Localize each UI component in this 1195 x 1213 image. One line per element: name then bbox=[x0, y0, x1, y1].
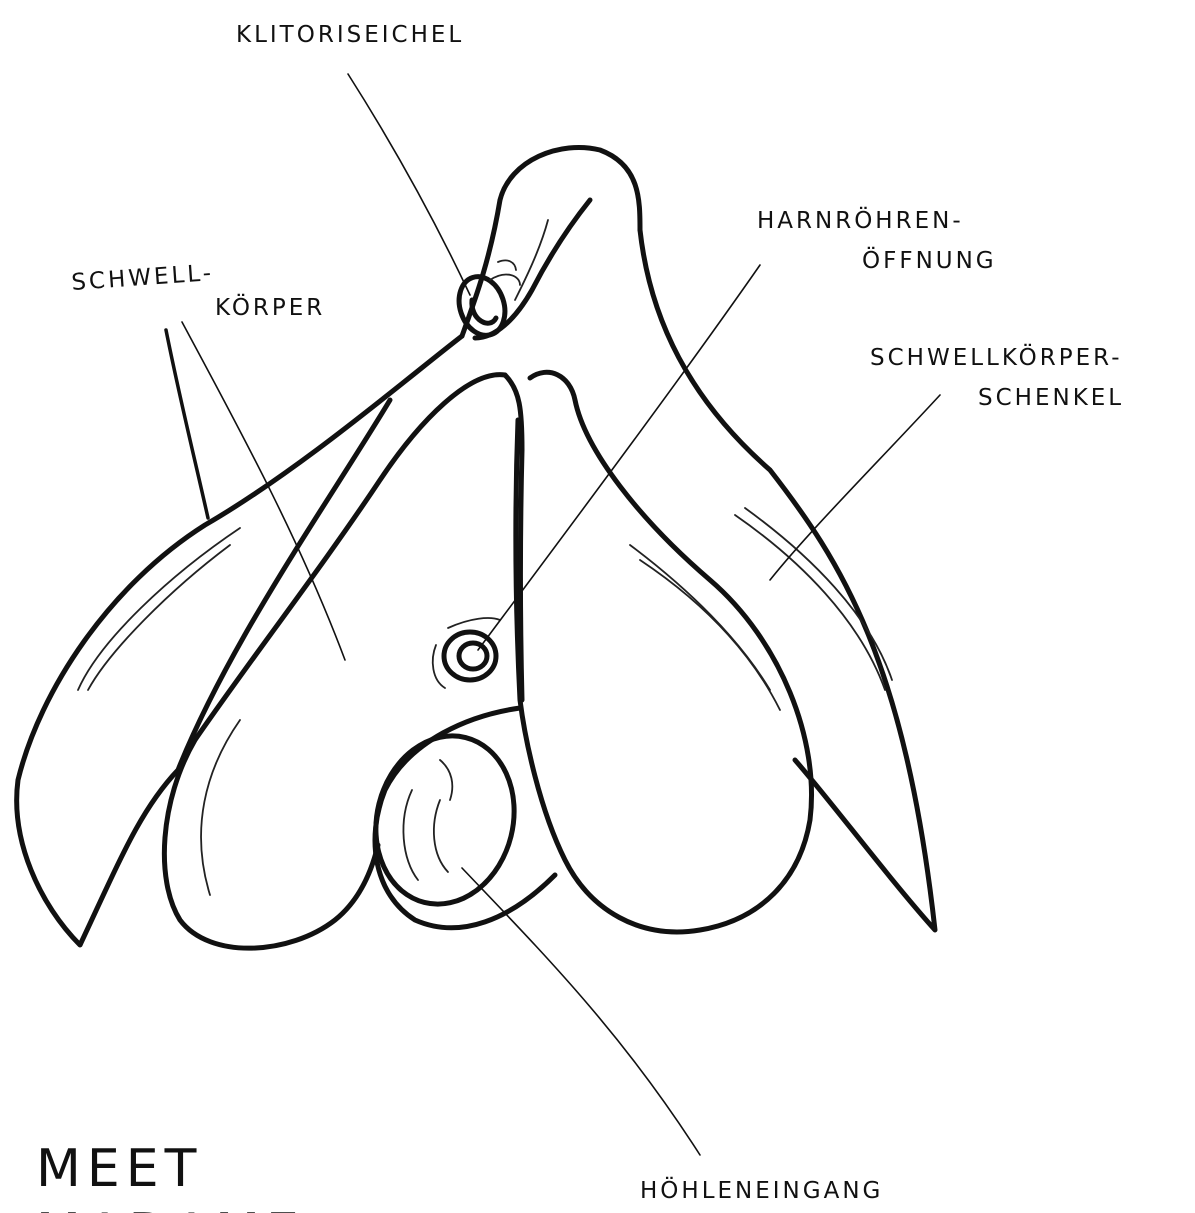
vaginal-fold-2 bbox=[434, 800, 448, 872]
glans-hood-outline bbox=[462, 147, 640, 336]
label-schwell-line1: SCHWELL- bbox=[71, 260, 215, 296]
label-klitoriseichel: KLITORISEICHEL bbox=[236, 22, 464, 48]
vaginal-fold-1 bbox=[403, 790, 418, 880]
title-line2: MADAME bbox=[36, 1203, 305, 1213]
label-schenkel-line1: SCHWELLKÖRPER- bbox=[870, 343, 1123, 371]
vaginal-fold-3 bbox=[440, 760, 452, 800]
crura-outline bbox=[17, 336, 462, 945]
right-bulb-outline bbox=[516, 372, 812, 932]
left-bulb-outline bbox=[164, 375, 505, 949]
label-harnroehren-line2: ÖFFNUNG bbox=[862, 246, 997, 274]
leader-schwellkoerper bbox=[182, 322, 345, 660]
glans-underside bbox=[475, 200, 590, 338]
leader-schenkel bbox=[770, 395, 940, 580]
leader-hoehleneingang bbox=[462, 868, 700, 1155]
leader-klitoriseichel bbox=[348, 74, 470, 295]
urethral-shade bbox=[448, 618, 500, 628]
urethral-opening-inner bbox=[459, 643, 487, 669]
title-line1: MEET bbox=[36, 1139, 202, 1199]
left-crus-shade-2 bbox=[88, 545, 230, 690]
label-hoehleneingang: HÖHLENEINGANG bbox=[640, 1176, 883, 1204]
glans-shade-2 bbox=[498, 260, 516, 270]
left-bulb-shade bbox=[201, 720, 240, 895]
left-crus-shade bbox=[78, 528, 240, 690]
right-crus-shade bbox=[735, 515, 885, 690]
label-schwell-line2: KÖRPER bbox=[215, 293, 325, 321]
label-harnroehren-line1: HARNRÖHREN- bbox=[757, 206, 964, 234]
crura-outline-right bbox=[640, 230, 935, 930]
label-schenkel-line2: SCHENKEL bbox=[978, 385, 1124, 411]
